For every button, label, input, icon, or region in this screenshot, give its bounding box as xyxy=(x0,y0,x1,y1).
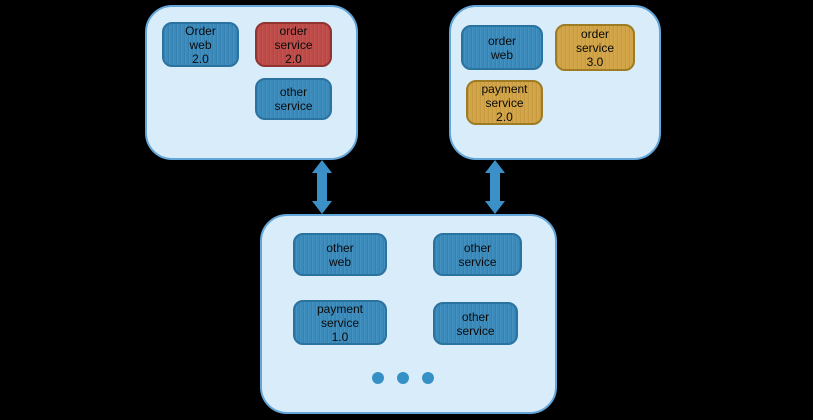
node-label: other service xyxy=(458,240,497,269)
node-label: other service xyxy=(456,309,495,338)
ellipsis-dot xyxy=(422,372,434,384)
node-order-web: order web xyxy=(461,25,543,70)
node-order-web-2-0: Order web 2.0 xyxy=(162,22,239,67)
cluster-top-right: order web order service 3.0 payment serv… xyxy=(449,5,661,160)
node-label: payment service 2.0 xyxy=(481,81,528,124)
cluster-bottom: other web other service payment service … xyxy=(260,214,557,414)
node-label: other service xyxy=(274,85,313,113)
ellipsis-dot xyxy=(397,372,409,384)
cluster-top-left: Order web 2.0 order service 2.0 other se… xyxy=(145,5,358,160)
node-other-service: other service xyxy=(433,233,522,276)
node-payment-service-1-0: payment service 1.0 xyxy=(293,300,387,345)
node-label: order service 2.0 xyxy=(274,23,313,66)
node-payment-service-2-0: payment service 2.0 xyxy=(466,80,543,125)
node-other-service: other service xyxy=(255,78,332,120)
node-order-service-3-0: order service 3.0 xyxy=(555,24,635,71)
node-label: order web xyxy=(487,33,516,62)
node-label: order service 3.0 xyxy=(575,26,614,69)
node-other-service: other service xyxy=(433,302,518,345)
node-label: Order web 2.0 xyxy=(185,23,216,66)
node-other-web: other web xyxy=(293,233,387,276)
double-arrow-icon xyxy=(483,160,507,214)
node-order-service-2-0: order service 2.0 xyxy=(255,22,332,67)
double-arrow-icon xyxy=(310,160,334,214)
ellipsis-dot xyxy=(372,372,384,384)
node-label: payment service 1.0 xyxy=(316,301,364,344)
node-label: other web xyxy=(326,240,354,269)
